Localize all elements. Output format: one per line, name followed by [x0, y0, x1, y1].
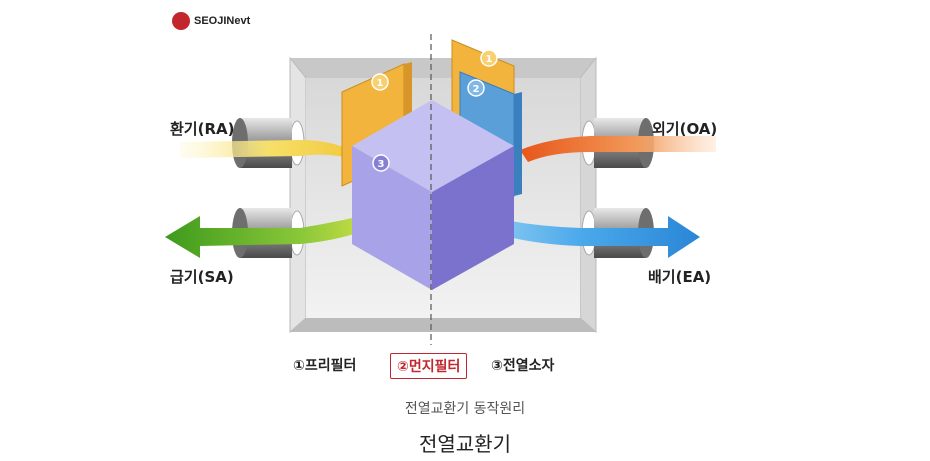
caption-main: 전열교환기: [419, 432, 511, 456]
arrow-sa: [165, 208, 396, 258]
badge-text: 1: [486, 54, 493, 65]
badge-text: 3: [378, 159, 385, 170]
arrow-ra: [180, 140, 356, 160]
badge-prefilter-left: 1: [371, 73, 389, 91]
housing-right-wall: [579, 56, 597, 334]
logo-text: SEOJINevt: [194, 15, 251, 27]
badge-circle: [371, 73, 389, 91]
badge-prefilter-right: 1: [480, 49, 498, 67]
badge-circle: [372, 154, 390, 172]
badge-circle: [467, 79, 485, 97]
badge-circle: [480, 49, 498, 67]
badge-text: 2: [473, 84, 480, 95]
label-exhaust-air: 배기(EA): [648, 268, 712, 286]
brand-logo: SEOJINevt: [172, 12, 250, 30]
housing-left-wall: [289, 56, 307, 334]
badge-text: 1: [377, 78, 384, 89]
label-supply-air: 급기(SA): [170, 268, 234, 286]
element-left-face: [352, 146, 432, 290]
heat-exchange-element: [352, 100, 514, 290]
housing-bottom: [290, 318, 596, 332]
badge-dust-filter: 2: [467, 79, 485, 97]
caption-sub: 전열교환기 동작원리: [404, 401, 526, 417]
label-outdoor-air: 외기(OA): [652, 120, 718, 138]
label-return-air: 환기(RA): [170, 120, 235, 138]
element-right-face: [432, 146, 514, 290]
arrow-ea: [466, 212, 700, 258]
logo-mark-icon: [172, 12, 190, 30]
housing-top: [290, 58, 596, 78]
badge-element: 3: [372, 154, 390, 172]
legend-dust-filter: ②먼지필터: [390, 353, 468, 379]
arrow-oa: [520, 136, 716, 162]
legend-element: ③전열소자: [491, 358, 555, 374]
legend-prefilter: ①프리필터: [293, 358, 357, 374]
element-top: [352, 100, 514, 192]
dust-filter-edge: [514, 92, 522, 196]
